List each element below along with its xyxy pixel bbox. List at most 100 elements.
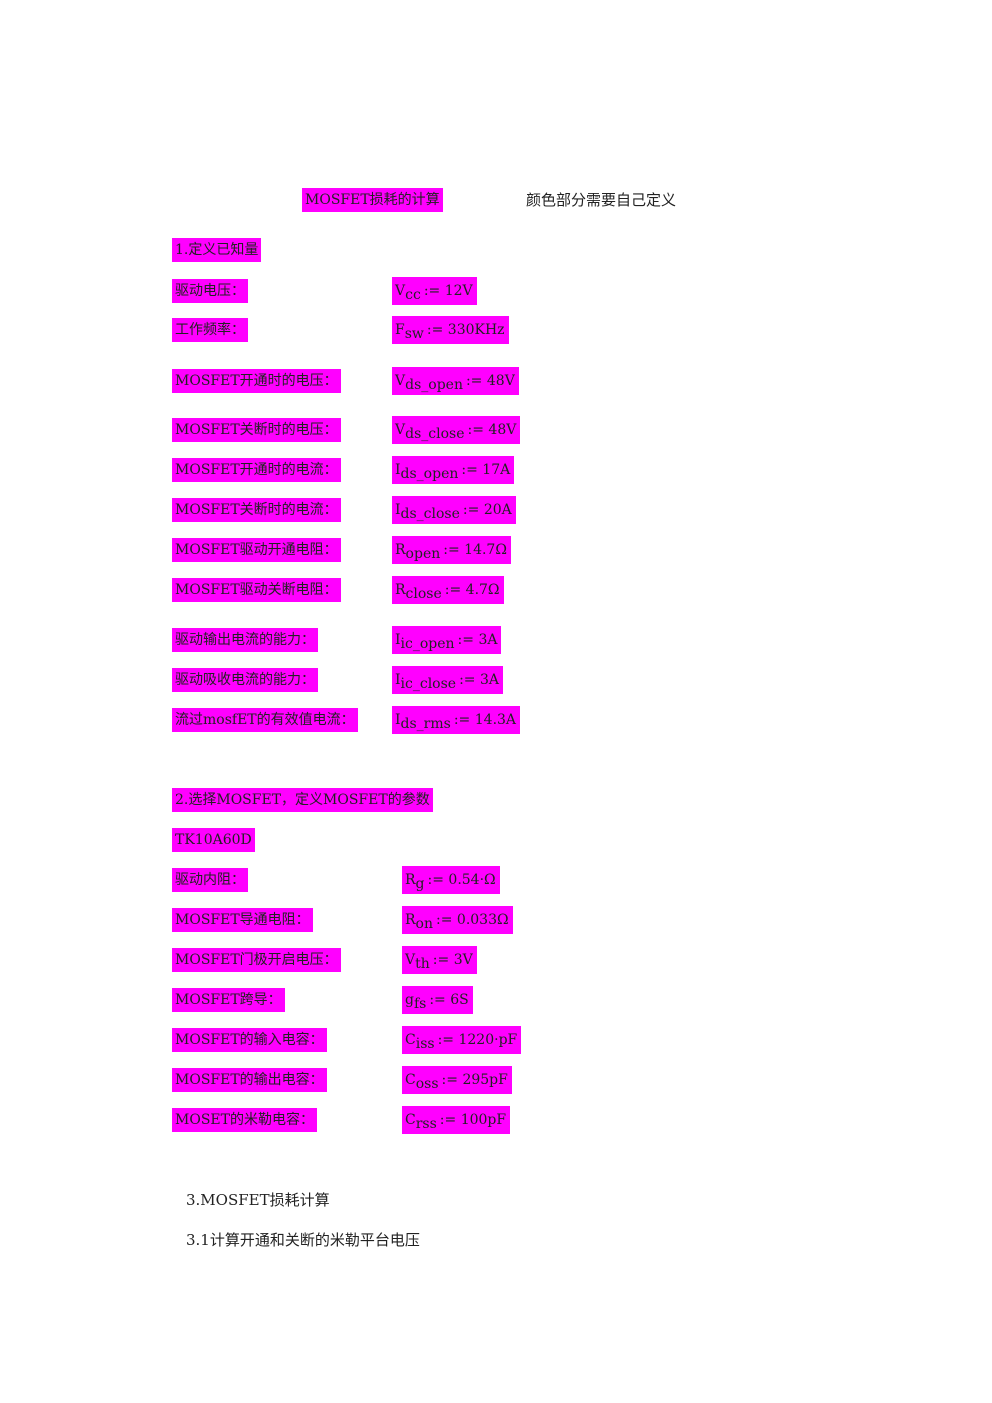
param-value: 3V [453,952,473,968]
mosfet-model: TK10A60D [172,828,255,852]
param-label: 驱动输出电流的能力： [172,628,318,652]
param-value: 0.54·Ω [448,872,496,888]
param-symbol: I [395,502,401,518]
param-value: 17A [482,462,511,478]
page-title: MOSFET损耗的计算 [302,188,443,212]
assign-operator: := [459,672,476,688]
param-label: 流过mosfET的有效值电流： [172,708,358,732]
param-equation: gfs:= 6S [402,986,473,1014]
assign-operator: := [437,1032,455,1048]
param-equation: Fsw:= 330KHz [392,316,509,344]
param-label: MOSFET的输入电容： [172,1028,327,1052]
param-equation: Vds_open:= 48V [392,367,519,395]
assign-operator: := [426,322,444,338]
param-subscript: ds_rms [400,716,451,732]
param-symbol: V [395,422,406,438]
param-label: MOSFET驱动关断电阻： [172,578,341,602]
assign-operator: := [432,952,450,968]
param-symbol: I [395,632,401,648]
param-symbol: F [395,322,405,338]
param-symbol: C [405,1032,416,1048]
param-symbol: R [405,872,416,888]
param-subscript: ds_close [400,506,460,522]
section-1-heading: 1.定义已知量 [172,238,262,262]
param-subscript: ic_close [400,676,457,692]
param-symbol: V [395,373,406,389]
param-value: 4.7Ω [465,582,500,598]
param-subscript: fs [413,996,427,1012]
param-equation: Vth:= 3V [402,946,477,974]
param-subscript: ic_open [400,636,455,652]
param-label: 驱动吸收电流的能力： [172,668,318,692]
param-value: 6S [450,992,469,1008]
section-3-heading: 3.MOSFET损耗计算 [186,1191,330,1209]
section-2-heading: 2.选择MOSFET，定义MOSFET的参数 [172,788,433,812]
param-equation: Ropen:= 14.7Ω [392,536,511,564]
param-subscript: iss [415,1036,435,1052]
param-label: 工作频率： [172,318,248,342]
param-label: MOSFET驱动开通电阻： [172,538,341,562]
param-subscript: ds_open [400,466,459,482]
param-symbol: V [395,283,406,299]
param-value: 20A [483,502,512,518]
param-value: 3A [479,672,500,688]
param-value: 48V [488,422,517,438]
param-equation: Ron:= 0.033Ω [402,906,513,934]
section-3-1-heading: 3.1计算开通和关断的米勒平台电压 [186,1231,420,1249]
param-label: 驱动内阻： [172,868,248,892]
param-value: 330KHz [447,322,505,338]
assign-operator: := [427,872,444,888]
param-subscript: g [415,876,425,892]
param-label: MOSET的米勒电容： [172,1108,317,1132]
param-subscript: th [415,956,430,972]
assign-operator: := [444,582,462,598]
param-symbol: I [395,462,401,478]
assign-operator: := [465,373,483,389]
param-symbol: R [395,582,406,598]
assign-operator: := [439,1112,457,1128]
param-symbol: C [405,1072,416,1088]
param-equation: Coss:= 295pF [402,1066,512,1094]
param-symbol: I [395,712,401,728]
param-symbol: I [395,672,401,688]
param-value: 100pF [460,1112,507,1128]
param-equation: Iic_open:= 3A [392,626,502,654]
param-symbol: R [405,912,416,928]
param-equation: Rg:= 0.54·Ω [402,866,500,894]
param-subscript: cc [405,287,421,303]
param-equation: Ciss:= 1220·pF [402,1026,522,1054]
param-equation: Rclose:= 4.7Ω [392,576,504,604]
param-subscript: sw [404,326,424,342]
param-label: MOSFET开通时的电压： [172,369,341,393]
param-label: MOSFET关断时的电流： [172,498,341,522]
param-subscript: ds_open [405,377,463,393]
param-symbol: g [405,992,414,1008]
param-label: MOSFET关断时的电压： [172,418,341,442]
param-equation: Ids_open:= 17A [392,456,515,484]
color-note: 颜色部分需要自己定义 [526,191,677,209]
assign-operator: := [467,422,484,438]
param-value: 14.3A [474,712,517,728]
param-label: MOSFET的输出电容： [172,1068,327,1092]
param-value: 0.033Ω [456,912,509,928]
param-symbol: V [405,952,416,968]
assign-operator: := [429,992,446,1008]
assign-operator: := [457,632,474,648]
param-value: 14.7Ω [464,542,507,558]
assign-operator: := [423,283,441,299]
assign-operator: := [461,462,478,478]
param-subscript: ds_close [405,426,465,442]
param-label: MOSFET门极开启电压： [172,948,341,972]
assign-operator: := [462,502,480,518]
param-symbol: C [405,1112,416,1128]
param-subscript: oss [415,1076,439,1092]
param-subscript: on [415,916,433,932]
param-value: 48V [486,373,515,389]
param-label: MOSFET导通电阻： [172,908,313,932]
param-equation: Vcc:= 12V [392,277,477,305]
param-equation: Vds_close:= 48V [392,416,521,444]
param-symbol: R [395,542,406,558]
param-subscript: close [405,586,442,602]
assign-operator: := [441,1072,458,1088]
param-subscript: open [405,546,441,562]
